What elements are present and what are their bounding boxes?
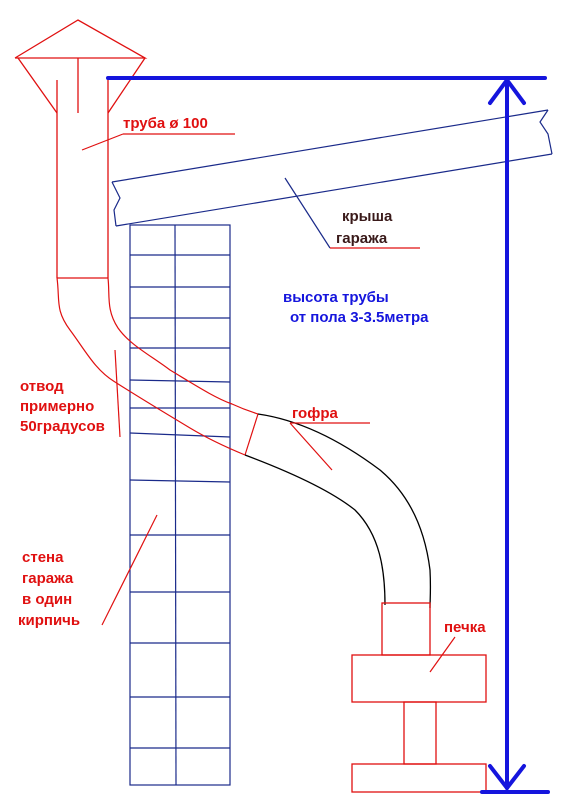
stove xyxy=(351,602,487,793)
label-corrugation: гофра xyxy=(292,405,339,422)
pipe-elbow xyxy=(56,277,259,456)
garage-roof xyxy=(111,109,553,227)
label-wall-line1: стена xyxy=(22,549,64,566)
brick-wall xyxy=(129,224,231,786)
label-elbow-line3: 50градусов xyxy=(20,418,105,435)
leader-lines xyxy=(81,133,456,673)
height-dimension xyxy=(106,76,550,794)
label-stove: печка xyxy=(444,619,486,636)
vertical-pipe xyxy=(56,78,109,279)
label-height-line2: от пола 3-3.5метра xyxy=(290,309,429,326)
label-roof-line1: крыша xyxy=(342,208,393,225)
label-roof-line2: гаража xyxy=(336,230,388,247)
label-wall-line3: в один xyxy=(22,591,72,608)
chimney-cap xyxy=(14,19,148,114)
label-elbow-line2: примерно xyxy=(20,398,94,415)
label-wall-line4: кирпичь xyxy=(18,612,80,629)
label-wall-line2: гаража xyxy=(22,570,74,587)
corrugated-pipe xyxy=(244,413,432,609)
label-elbow-line1: отвод xyxy=(20,378,64,395)
label-pipe: труба ø 100 xyxy=(123,115,208,132)
label-height-line1: высота трубы xyxy=(283,289,389,306)
